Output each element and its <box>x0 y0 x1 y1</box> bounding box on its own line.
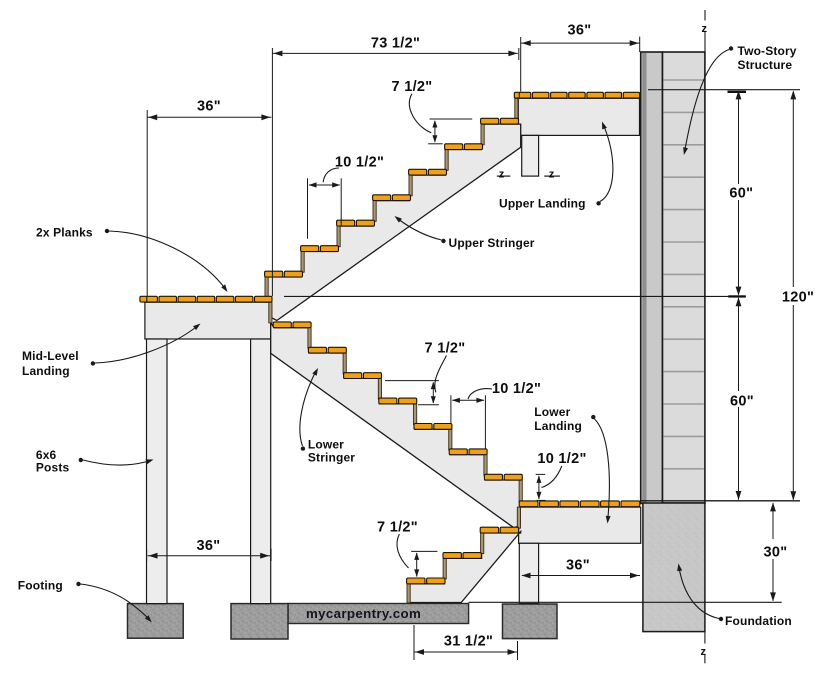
svg-text:10 1/2": 10 1/2" <box>335 155 384 171</box>
svg-text:Mid-Level: Mid-Level <box>22 349 79 363</box>
svg-text:36": 36" <box>566 558 590 574</box>
svg-text:6x6: 6x6 <box>36 448 57 462</box>
svg-text:Stringer: Stringer <box>308 451 355 465</box>
svg-text:mycarpentry.com: mycarpentry.com <box>306 606 421 621</box>
svg-text:60": 60" <box>730 394 754 410</box>
svg-text:Landing: Landing <box>22 364 70 378</box>
svg-text:36": 36" <box>197 538 221 554</box>
svg-text:Two-Story: Two-Story <box>738 44 797 58</box>
svg-text:73 1/2": 73 1/2" <box>371 36 420 52</box>
svg-text:Landing: Landing <box>534 419 582 433</box>
svg-text:30": 30" <box>764 545 788 561</box>
svg-text:Lower: Lower <box>308 437 344 451</box>
svg-text:Upper Landing: Upper Landing <box>499 197 586 211</box>
svg-text:7 1/2": 7 1/2" <box>392 79 433 95</box>
svg-text:36": 36" <box>568 23 592 39</box>
svg-text:2x Planks: 2x Planks <box>36 226 93 240</box>
svg-text:31 1/2": 31 1/2" <box>444 634 493 650</box>
svg-text:Foundation: Foundation <box>725 614 792 628</box>
svg-text:7 1/2": 7 1/2" <box>377 520 418 536</box>
svg-text:Structure: Structure <box>738 58 793 72</box>
svg-text:10 1/2": 10 1/2" <box>537 451 586 467</box>
svg-text:120": 120" <box>782 289 814 305</box>
svg-text:7 1/2": 7 1/2" <box>425 341 466 357</box>
svg-text:Posts: Posts <box>36 461 70 475</box>
svg-text:10 1/2": 10 1/2" <box>492 381 541 397</box>
svg-text:z: z <box>549 168 555 180</box>
svg-text:Upper Stringer: Upper Stringer <box>449 236 535 250</box>
svg-text:Lower: Lower <box>534 405 570 419</box>
svg-text:z: z <box>499 168 505 180</box>
svg-text:36": 36" <box>197 99 221 115</box>
svg-text:z: z <box>701 646 707 658</box>
svg-text:60": 60" <box>729 186 753 202</box>
svg-text:Footing: Footing <box>18 579 63 593</box>
svg-text:z: z <box>702 23 708 35</box>
